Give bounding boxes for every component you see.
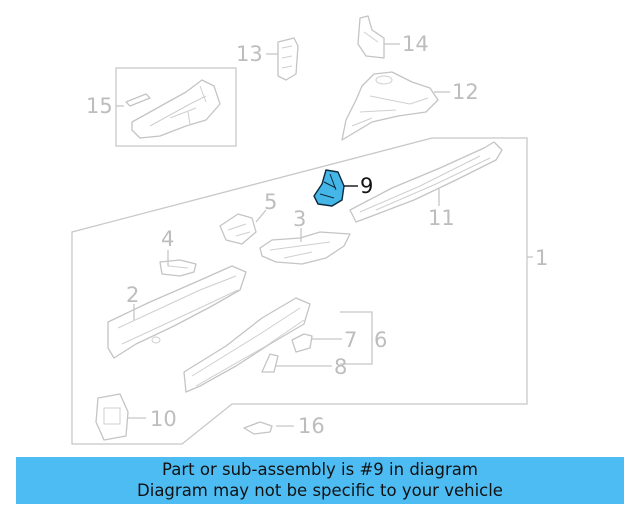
callout-9: 9 bbox=[360, 174, 373, 198]
part-11-rail bbox=[349, 141, 503, 223]
banner-line-1: Part or sub-assembly is #9 in diagram bbox=[162, 460, 478, 479]
callout-10: 10 bbox=[150, 407, 177, 431]
callout-6: 6 bbox=[374, 328, 387, 352]
callout-14: 14 bbox=[402, 32, 429, 56]
parts-diagram: 1 2 3 4 5 6 7 8 9 10 11 12 13 14 15 16 bbox=[71, 15, 548, 445]
callout-16: 16 bbox=[298, 414, 325, 438]
leader-lines bbox=[116, 43, 533, 427]
callout-7: 7 bbox=[344, 328, 357, 352]
part-10-mount bbox=[95, 393, 129, 441]
callout-15: 15 bbox=[86, 94, 113, 118]
part-14-bracket bbox=[357, 15, 385, 59]
callout-3: 3 bbox=[293, 207, 306, 231]
part-13-bracket bbox=[277, 37, 299, 81]
callout-1: 1 bbox=[535, 246, 548, 270]
part-3-member bbox=[259, 231, 351, 265]
callout-11: 11 bbox=[428, 206, 455, 230]
assembly-frame bbox=[71, 137, 528, 445]
part-15-rail-bracket bbox=[125, 79, 221, 139]
part-16-bracket bbox=[243, 421, 273, 435]
callout-5: 5 bbox=[264, 190, 277, 214]
callout-13: 13 bbox=[236, 42, 263, 66]
inset-frame-15 bbox=[115, 67, 237, 147]
part-8-clip bbox=[261, 353, 279, 373]
callout-2: 2 bbox=[126, 283, 139, 307]
part-9-gusset-highlighted bbox=[313, 169, 345, 207]
part-7-bracket bbox=[291, 333, 313, 353]
callout-8: 8 bbox=[334, 355, 347, 379]
part-12-strut-tower bbox=[341, 71, 439, 141]
part-4-bracket bbox=[159, 259, 197, 277]
part-6-lower-member bbox=[183, 297, 311, 393]
part-5-bracket bbox=[219, 213, 257, 245]
callout-12: 12 bbox=[452, 80, 479, 104]
callout-4: 4 bbox=[161, 227, 174, 251]
info-banner: Part or sub-assembly is #9 in diagram Di… bbox=[16, 457, 624, 504]
banner-line-2: Diagram may not be specific to your vehi… bbox=[137, 481, 503, 500]
part-2-side-member bbox=[107, 265, 247, 359]
